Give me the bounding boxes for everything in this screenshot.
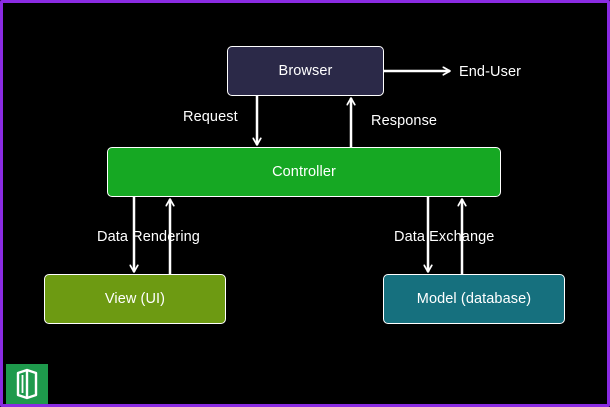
response-label: Response (371, 113, 438, 129)
model-node: Model (database) (383, 274, 565, 324)
controller-label: Controller (272, 164, 336, 180)
data-rendering-label: Data Rendering (97, 229, 200, 245)
brand-logo-glyph (16, 368, 38, 400)
brand-logo-icon (6, 364, 48, 404)
browser-node: Browser (227, 46, 384, 96)
request-label: Request (183, 109, 238, 125)
arrows-layer (129, 66, 467, 274)
model-label: Model (database) (416, 291, 532, 307)
controller-node: Controller (107, 147, 501, 197)
data-exchange-label: Data Exchange (394, 229, 495, 245)
end-user-label: End-User (459, 64, 522, 80)
view-node: View (UI) (44, 274, 226, 324)
view-label: View (UI) (104, 291, 166, 307)
browser-label: Browser (278, 63, 333, 79)
